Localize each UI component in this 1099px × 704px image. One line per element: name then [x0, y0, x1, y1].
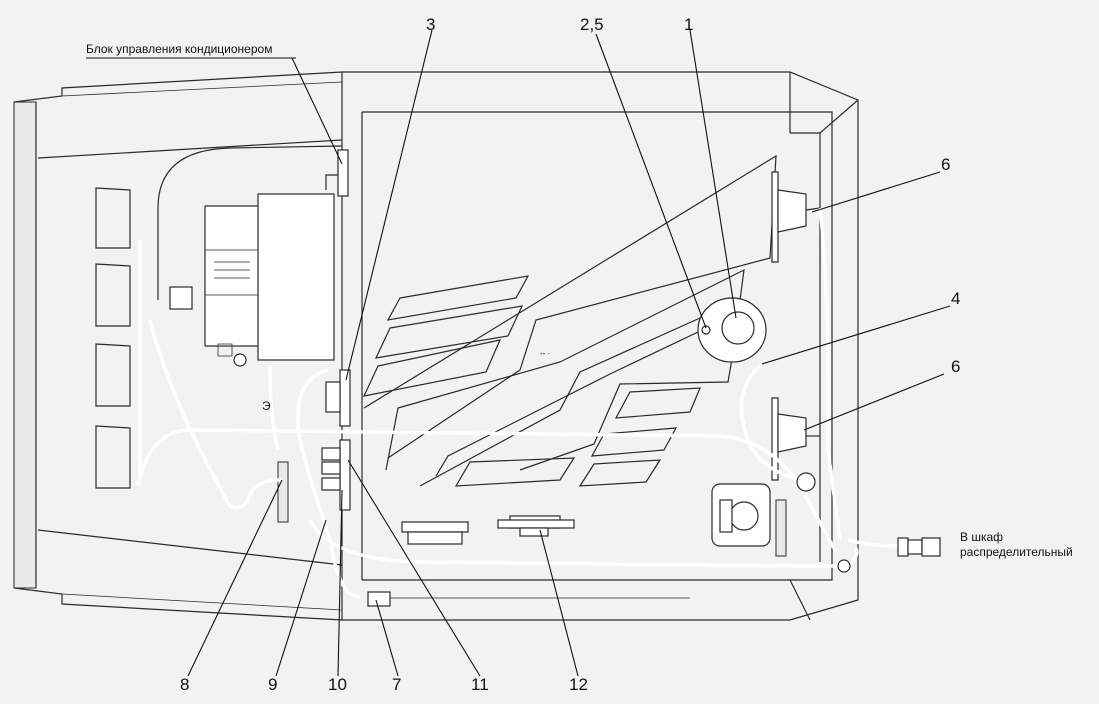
callout-12: 12: [569, 675, 588, 694]
ac-control-block: [325, 149, 349, 197]
fuse-strip-8: [277, 461, 289, 523]
callout-10: 10: [328, 675, 347, 694]
cabinet-label-line1: В шкаф: [960, 530, 1003, 544]
callout-1: 1: [684, 15, 693, 34]
cabinet-connector: [897, 537, 941, 557]
lamp-module: [401, 521, 469, 545]
speaker-6-top: [771, 171, 821, 263]
component-10-11-block: [321, 439, 351, 511]
callout-6-bottom: 6: [951, 357, 960, 376]
callout-2-5: 2,5: [580, 15, 604, 34]
leader-lines: [187, 29, 951, 677]
callout-9: 9: [268, 675, 277, 694]
callout-4: 4: [951, 289, 960, 308]
callout-6-top: 6: [941, 155, 950, 174]
wiring-harness: [136, 207, 901, 598]
component-3-connector: [325, 369, 351, 427]
ac-block-label: Блок управления кондиционером: [86, 42, 272, 56]
air-conditioner-unit: [169, 193, 335, 367]
right-lower-unit: [711, 483, 771, 547]
callout-11: 11: [471, 675, 489, 694]
dashboard-mark: -- ·: [540, 349, 550, 358]
component-12-module: [497, 515, 575, 537]
speaker-6-bottom: [771, 397, 820, 481]
callout-8: 8: [180, 675, 189, 694]
left-console: [95, 145, 343, 489]
cab-body: [13, 71, 859, 621]
component-7-box: [367, 591, 391, 607]
callout-3: 3: [426, 15, 435, 34]
speaker-1: [697, 297, 767, 363]
marker-e: Э: [262, 399, 271, 413]
cabinet-label-line2: распределительный: [960, 545, 1073, 559]
callout-7: 7: [392, 675, 401, 694]
fuse-strip-right: [775, 499, 787, 557]
